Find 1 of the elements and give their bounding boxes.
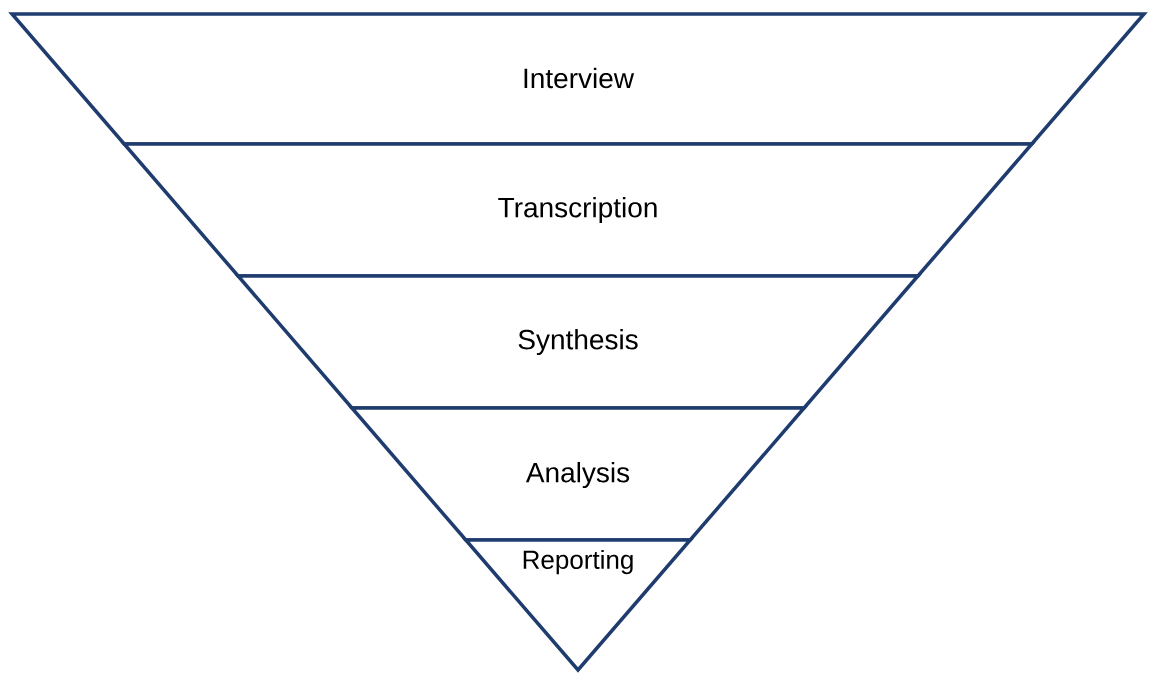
node-label: Reporting: [523, 549, 633, 575]
